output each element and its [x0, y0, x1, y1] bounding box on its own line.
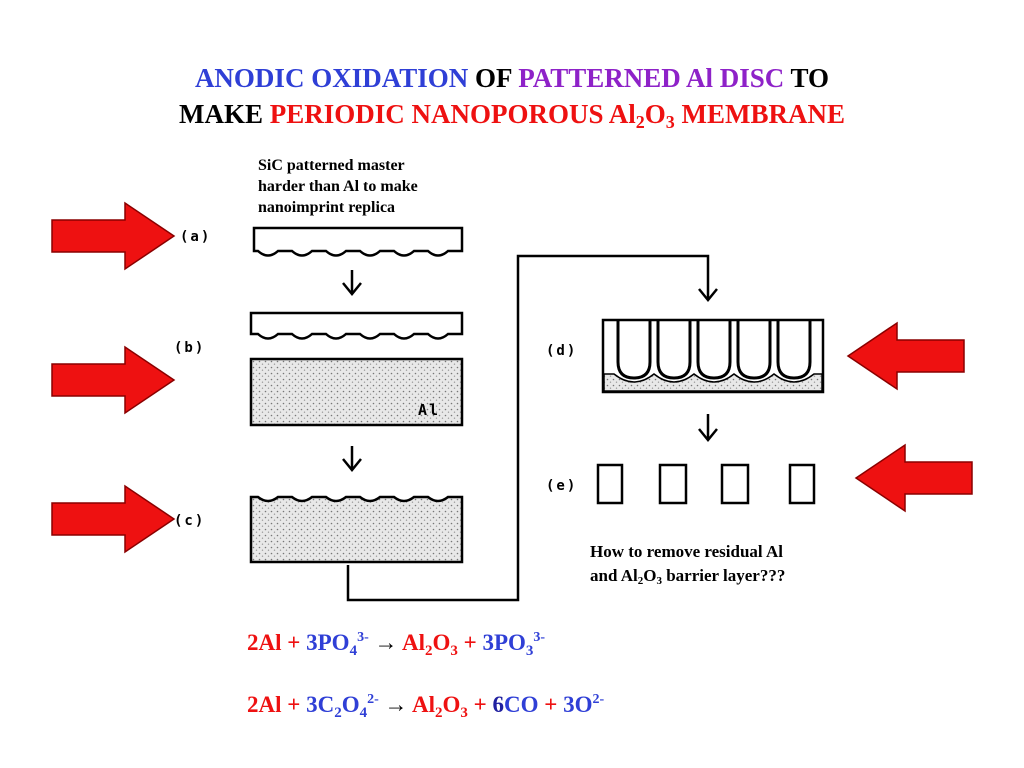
down-arrow-ab	[342, 270, 362, 296]
eq1-3po3: 3PO	[482, 630, 526, 655]
eq1-sub-3: 3	[450, 643, 458, 659]
question-sub-3: 3	[656, 575, 662, 587]
title-sub-3: 3	[665, 112, 675, 132]
eq2-plus-1: +	[467, 692, 493, 717]
question-and-al: and Al	[590, 566, 638, 585]
down-arrow-de	[698, 414, 718, 442]
step-label-b: (b)	[174, 340, 206, 356]
title-to: TO	[784, 63, 830, 93]
master-note-line-3: nanoimprint replica	[258, 199, 396, 216]
title-periodic-nanoporous: PERIODIC NANOPOROUS Al	[269, 99, 636, 129]
eq1-2al: 2Al +	[247, 630, 307, 655]
eq2-sub-2b: 2	[435, 705, 443, 721]
eq2-sup-2minus: 2-	[367, 692, 379, 707]
master-note-line-1: SiC patterned master	[258, 157, 405, 174]
eq1-sub-4: 4	[349, 643, 358, 659]
red-arrow-d	[846, 321, 965, 391]
eq2-sub-2: 2	[334, 705, 342, 721]
down-arrow-bc	[342, 446, 362, 472]
step-label-d: (d)	[546, 343, 578, 359]
eq1-sup-3minus-b: 3-	[533, 630, 546, 645]
step-label-c: (c)	[174, 513, 206, 529]
question-barrier-layer: barrier layer???	[661, 566, 786, 585]
slide-title: ANODIC OXIDATION OF PATTERNED Al DISC TO…	[0, 60, 1024, 132]
title-anodic-oxidation: ANODIC OXIDATION	[194, 63, 469, 93]
eq2-sup-2minus-b: 2-	[592, 692, 605, 707]
eq2-sub-4: 4	[359, 705, 368, 721]
eq1-3po: 3PO	[306, 630, 350, 655]
question-line-1: How to remove residual Al	[590, 542, 783, 561]
anodized-block-d	[601, 318, 825, 394]
title-line-2: MAKE PERIODIC NANOPOROUS Al2O3 MEMBRANE	[0, 96, 1024, 132]
master-note: SiC patterned master harder than Al to m…	[258, 155, 418, 218]
title-patterned-al-disc: PATTERNED Al DISC	[518, 63, 785, 93]
title-make: MAKE	[178, 99, 270, 129]
title-of: OF	[468, 63, 519, 93]
eq1-arrow: →	[368, 630, 402, 655]
red-arrow-a	[51, 201, 176, 271]
question-o: O	[643, 566, 657, 585]
eq2-co: CO	[504, 692, 539, 717]
eq2-arrow: →	[378, 692, 413, 717]
eq2-2al: 2Al +	[247, 692, 307, 717]
pores-d	[616, 320, 812, 380]
eq2-6: 6	[492, 692, 505, 717]
membrane-e	[596, 463, 816, 505]
sic-master-b	[249, 311, 464, 340]
eq2-plus-2: +	[538, 692, 564, 717]
connector-line	[346, 254, 710, 602]
title-sub-2: 2	[635, 112, 645, 132]
sic-master-a	[252, 226, 464, 257]
question-sub-2: 2	[637, 575, 644, 587]
connector-arrowhead	[698, 288, 718, 302]
eq1-sup-3minus: 3-	[357, 630, 369, 645]
red-arrow-b	[51, 345, 176, 415]
al-block-b	[249, 357, 464, 427]
eq2-sub-3: 3	[460, 705, 468, 721]
equation-1: 2Al + 3PO43- → Al2O3 + 3PO33-	[247, 628, 546, 659]
question-line-2: and Al2O3 barrier layer???	[590, 564, 785, 588]
red-arrow-e	[854, 443, 973, 513]
eq2-3c: 3C	[306, 692, 335, 717]
title-membrane: MEMBRANE	[674, 99, 846, 129]
eq1-o: O	[432, 630, 451, 655]
master-note-line-2: harder than Al to make	[258, 178, 418, 195]
eq2-3o: 3O	[563, 692, 593, 717]
title-o: O	[644, 99, 666, 129]
title-line-1: ANODIC OXIDATION OF PATTERNED Al DISC TO	[0, 60, 1024, 96]
red-arrow-c	[51, 484, 176, 554]
step-label-a: (a)	[180, 229, 212, 245]
step-label-e: (e)	[546, 478, 578, 494]
question-note: How to remove residual Al and Al2O3 barr…	[590, 540, 785, 588]
eq2-al: Al	[412, 692, 436, 717]
eq1-sub-2: 2	[424, 643, 433, 659]
eq1-sub-3b: 3	[525, 643, 534, 659]
al-residual-d	[603, 373, 823, 392]
al-block-c	[249, 495, 464, 564]
eq1-plus: +	[457, 630, 483, 655]
eq1-al: Al	[401, 630, 425, 655]
equation-2: 2Al + 3C2O42- → Al2O3 + 6CO + 3O2-	[247, 690, 605, 721]
eq2-o: O	[341, 692, 360, 717]
al-label: Al	[418, 401, 441, 419]
eq2-o2: O	[442, 692, 461, 717]
